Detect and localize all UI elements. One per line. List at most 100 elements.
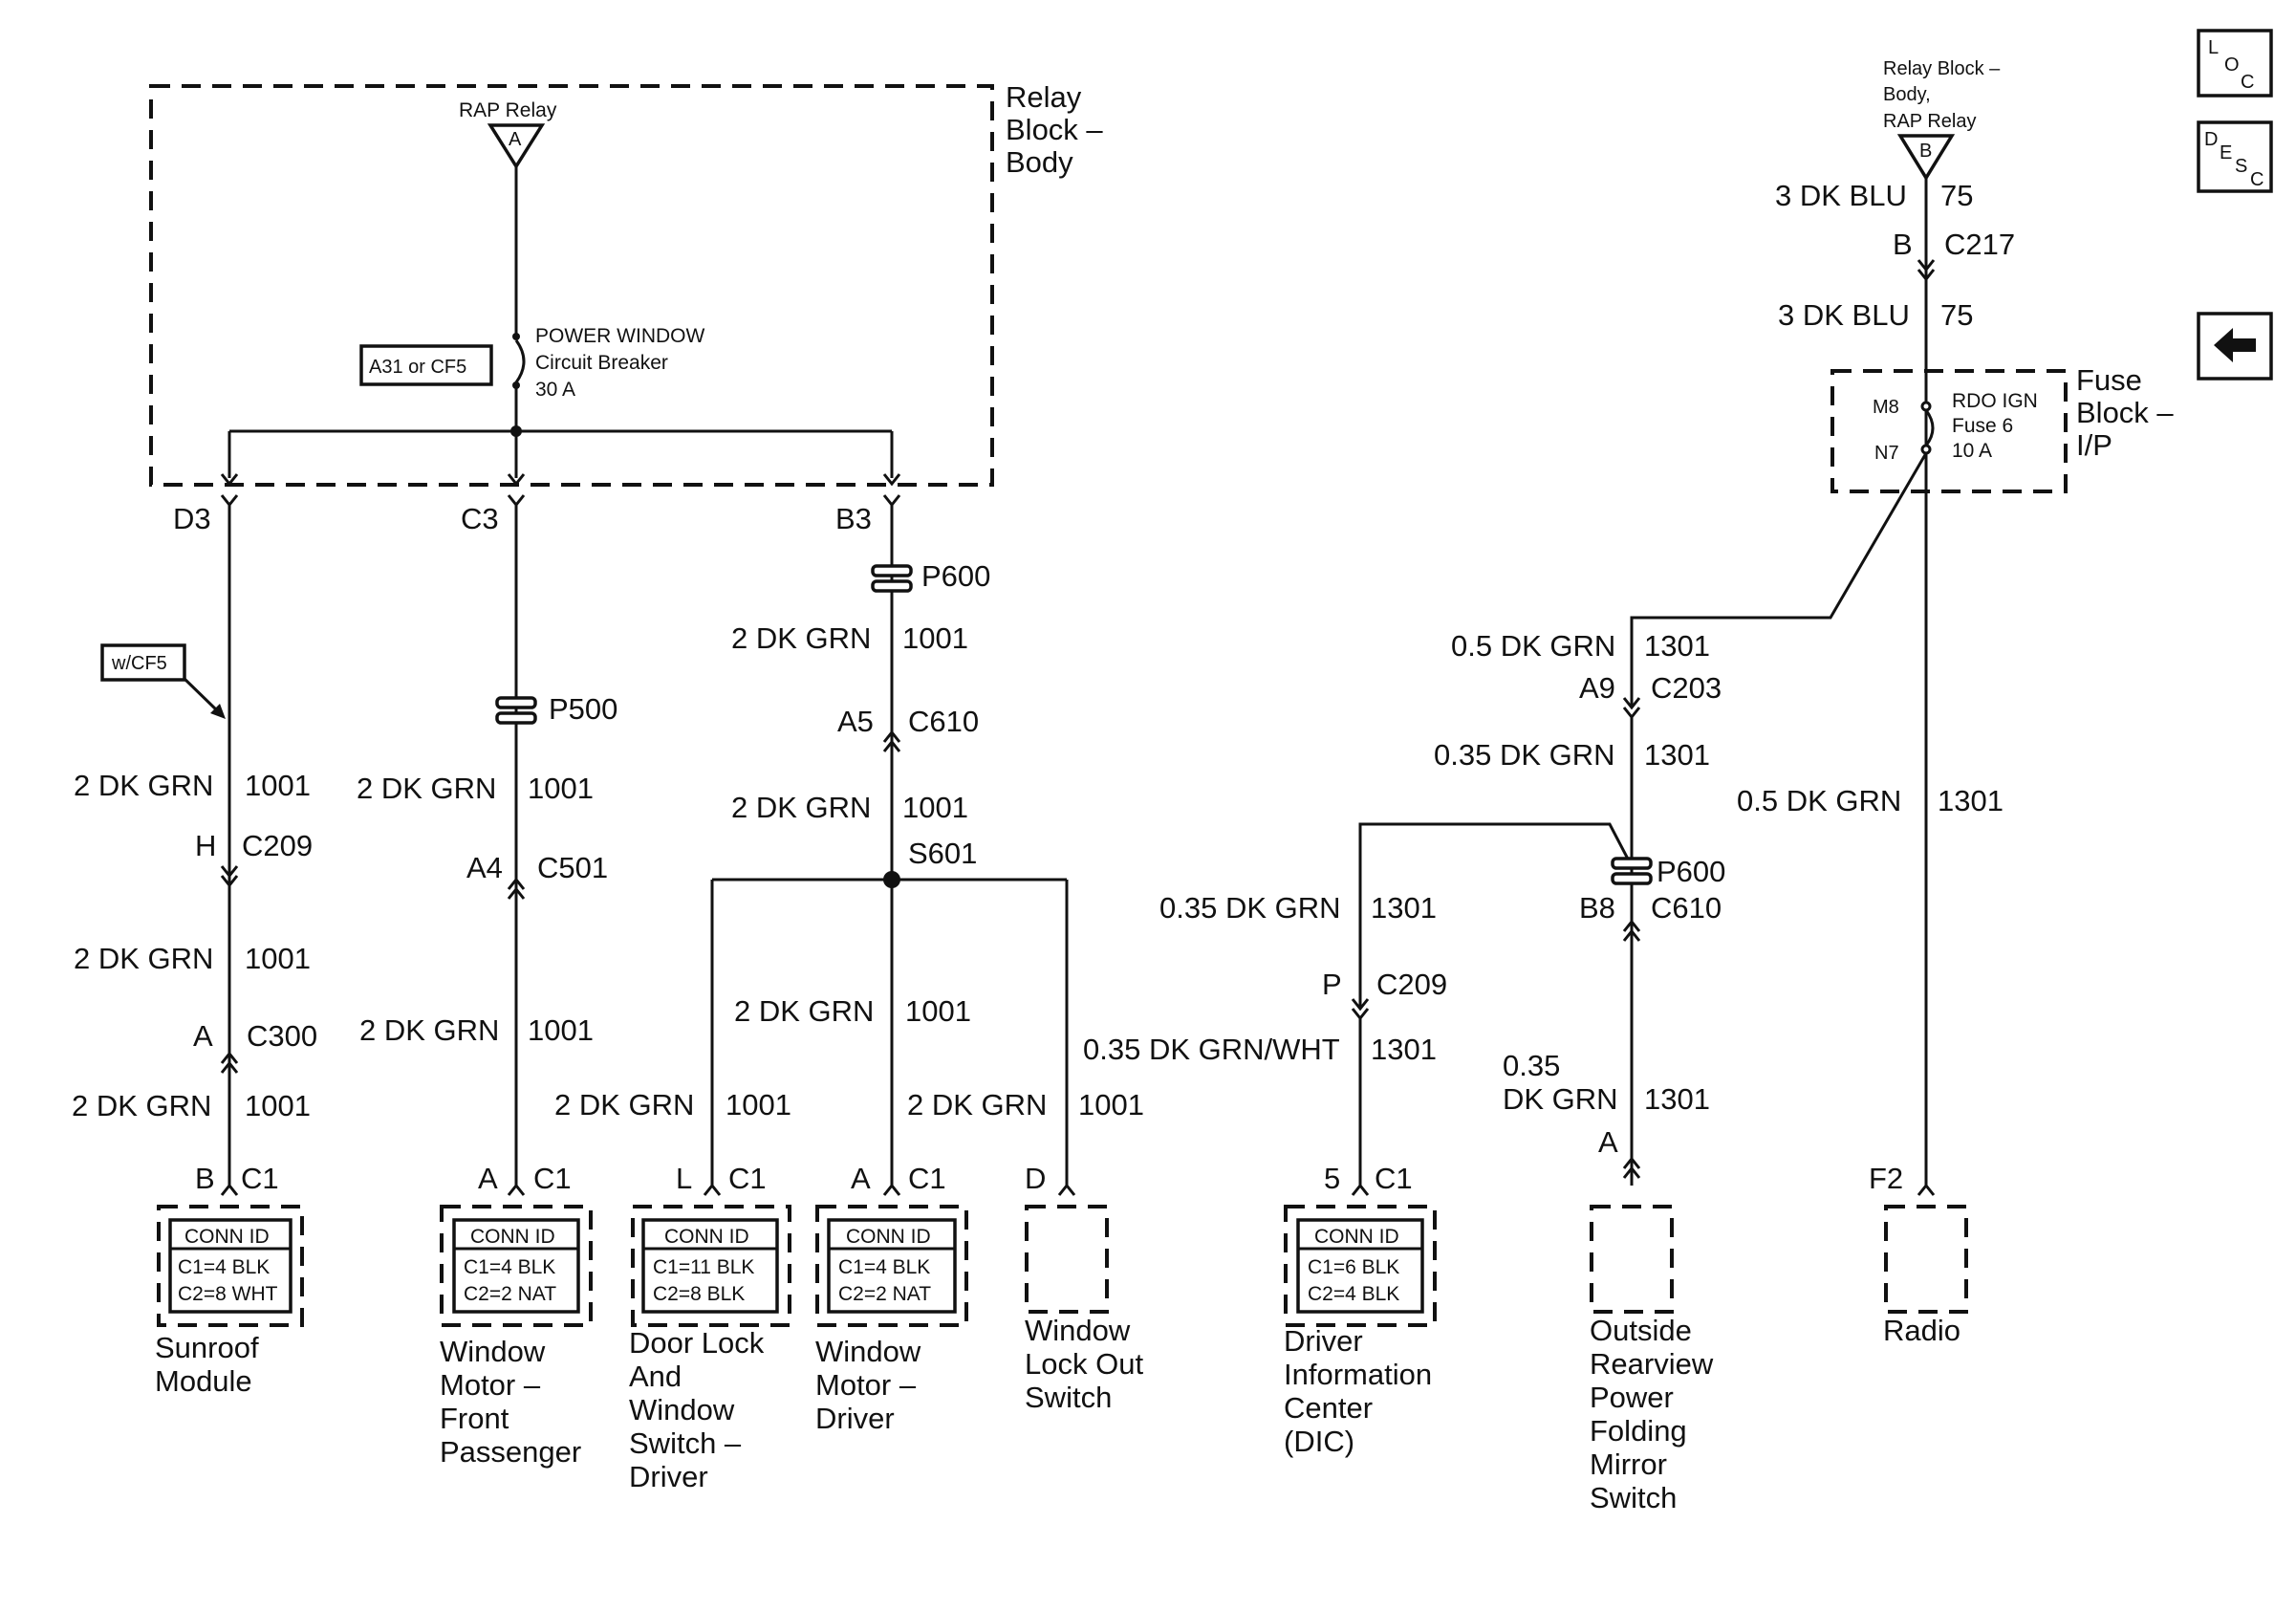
d3-arrow-down [220,473,239,487]
relay-block-title-3: Body [1006,145,1073,179]
relay-ref-3: RAP Relay [1883,111,1976,132]
sunroof-pin: B [195,1162,215,1195]
radio-wire-size: 0.5 DK GRN [1737,784,1901,817]
b3-wire2-size: 2 DK GRN [731,791,871,824]
c3-terminal-fork [507,494,526,508]
mirror-label-6: Switch [1590,1481,1677,1514]
branch-b3: B3 P600 2 DK GRN 1001 A5 C610 2 DK GRN 1… [554,473,1144,1493]
rap-relay-pin-triangle [487,123,546,170]
mirror-wire-circuit: 1301 [1644,1082,1710,1116]
p500-splice-bottom [495,711,537,725]
fuse-label-3: 10 A [1952,440,1992,462]
rap-relay-label: RAP Relay [459,99,557,121]
desc-letter-e: E [2220,142,2232,163]
dic-label-2: Information [1284,1358,1432,1391]
door-lock-label-2: And [629,1360,682,1393]
c3-wire2-circuit: 1001 [528,1013,594,1047]
sunroof-conn-id-box [168,1218,292,1314]
passenger-conn-id-c1: C1=4 BLK [464,1256,555,1278]
dic-conn-id-box [1296,1218,1424,1314]
c610-pin: A5 [837,705,874,738]
desc-letter-c: C [2250,169,2264,190]
circuit-breaker-symbol [514,339,526,383]
mirror-pin-symbol-b [1622,1165,1641,1179]
b3-wire1-size: 2 DK GRN [731,621,871,655]
mirror-label-4: Folding [1590,1414,1687,1448]
driver-motor-wire-lower-circuit: 1001 [1078,1088,1144,1121]
nav-desc-button[interactable]: D E S C [2197,120,2273,193]
fuse-to-c203-wire [1630,452,1928,706]
dic-conn-id-title: CONN ID [1314,1226,1399,1248]
c300-id: C300 [247,1019,317,1053]
wire-a-size: 0.5 DK GRN [1451,629,1615,663]
breaker-option-label: A31 or CF5 [369,357,466,378]
c217-connector-symbol-b [1917,269,1936,282]
dic-wire2-circuit: 1301 [1371,1033,1437,1066]
c209-id: C209 [242,829,313,862]
c203-connector-symbol-a [1622,697,1641,710]
c217-connector-symbol-a [1917,259,1936,272]
sunroof-conn-id-title: CONN ID [184,1226,270,1248]
c209-connector-symbol-b [220,875,239,888]
left-arrow-icon [2214,328,2256,362]
lockout-pin: D [1025,1162,1046,1195]
right-circuit: Relay Block – Body, RAP Relay B 3 DK BLU… [1083,58,2174,1514]
nav-loc-button[interactable]: L O C [2197,29,2273,98]
passenger-conn: C1 [533,1162,572,1195]
c3-terminal-label: C3 [461,502,499,535]
driver-motor-outline [815,1205,968,1327]
sunroof-pin-symbol [220,1183,239,1196]
sunroof-label-2: Module [155,1364,252,1398]
fuse-terminal-bottom [1920,444,1932,455]
door-lock-wire-circuit: 1001 [726,1088,791,1121]
wire-b-circuit: 1301 [1644,738,1710,772]
mirror-pin: A [1598,1125,1618,1159]
radio-label: Radio [1883,1314,1960,1347]
c501-id: C501 [537,851,608,884]
b3-arrow-down [882,473,901,487]
radio-outline [1884,1205,1968,1314]
driver-motor-conn-id-box [827,1218,957,1314]
c610-id: C610 [908,705,979,738]
door-lock-wire-size: 2 DK GRN [554,1088,694,1121]
c501-pin: A4 [466,851,503,884]
fuse-label-2: Fuse 6 [1952,415,2013,437]
door-lock-label-5: Driver [629,1460,708,1493]
b3-wire1-circuit: 1001 [902,621,968,655]
right-p600-label: P600 [1657,855,1725,888]
w-cf5-pointer-line [183,677,220,713]
rap-relay-pin: A [509,129,522,150]
door-lock-pin: L [676,1162,692,1195]
mirror-label-2: Rearview [1590,1347,1714,1381]
mirror-label-5: Mirror [1590,1448,1667,1481]
radio-pin-symbol [1917,1183,1936,1196]
dic-wire1-circuit: 1301 [1371,891,1437,925]
dic-outline [1284,1205,1437,1327]
lockout-pin-symbol [1057,1183,1076,1196]
driver-motor-conn: C1 [908,1162,946,1195]
fuse-terminal-top [1920,401,1932,412]
b3-terminal-fork [882,494,901,508]
relay-ref-1: Relay Block – [1883,58,2001,79]
radio-wire-circuit: 1301 [1938,784,2004,817]
passenger-pin: A [478,1162,498,1195]
right-wire-mid-circuit: 75 [1940,298,1973,332]
b3-terminal-label: B3 [835,502,872,535]
driver-motor-conn-id-title: CONN ID [846,1226,931,1248]
sunroof-conn-id-c2: C2=8 WHT [178,1283,278,1305]
nav-back-button[interactable] [2197,312,2273,381]
fuse-pin-out: N7 [1874,443,1899,464]
lockout-switch-outline [1025,1205,1109,1314]
door-lock-conn-id-box [641,1218,779,1314]
p500-label: P500 [549,692,617,726]
right-wire-mid-size: 3 DK BLU [1778,298,1910,332]
w-cf5-note: w/CF5 [111,653,167,674]
bus-junction-dot [510,425,522,437]
c501-connector-symbol-a [507,877,526,890]
dic-conn: C1 [1375,1162,1413,1195]
driver-motor-wire-lower-size: 2 DK GRN [907,1088,1047,1121]
right-c610-pin: B8 [1579,891,1615,925]
dic-pin-symbol [1351,1183,1370,1196]
door-lock-conn-id-c1: C1=11 BLK [653,1256,754,1278]
